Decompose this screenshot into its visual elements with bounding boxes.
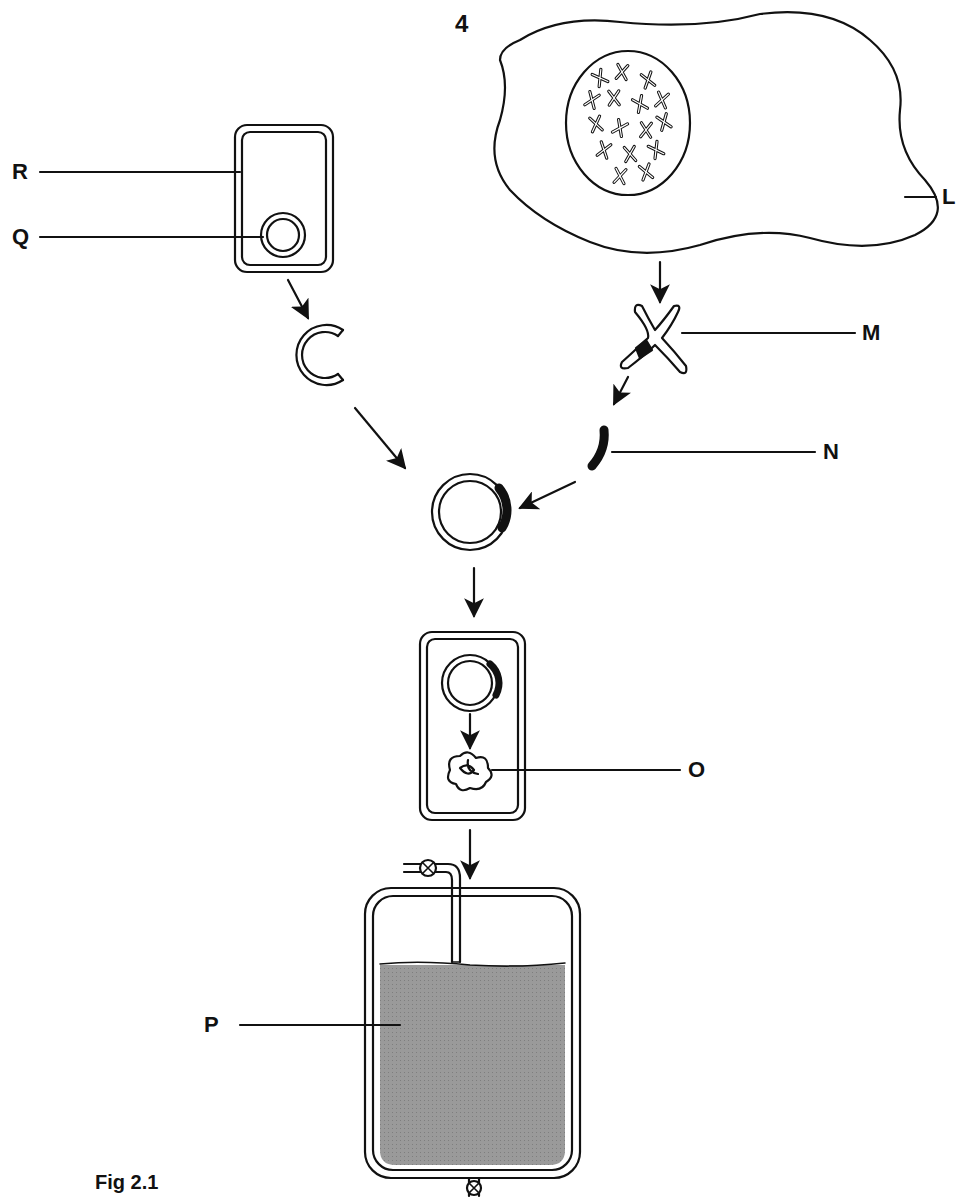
chromosome-mark [641, 72, 654, 88]
part-letter: Q [12, 226, 29, 248]
fermenter [365, 860, 580, 1196]
recombinant-plasmid [432, 474, 508, 550]
chromosome-mark [657, 114, 671, 131]
chromosomes [585, 64, 671, 183]
chromosome-mark [633, 96, 648, 113]
transformed-bacterium [420, 632, 525, 820]
part-letter: R [12, 161, 28, 183]
chromosome-mark [614, 168, 626, 183]
chromosome-mark [592, 69, 608, 86]
chromosome-mark [597, 142, 611, 158]
leader-line [492, 769, 680, 771]
chromosome-mark [616, 64, 628, 79]
chromosome-mark [656, 92, 669, 108]
chromosome-mark [656, 92, 669, 108]
leader-line [40, 171, 240, 173]
chromosome-mark [639, 164, 652, 180]
page-number: 4 [455, 12, 468, 36]
chromosome-mark [616, 64, 628, 79]
leader-line [905, 196, 936, 198]
chromosome-mark [609, 91, 619, 105]
chromosome-mark [590, 116, 602, 132]
animal-cell [494, 12, 937, 253]
leader-line [682, 332, 855, 334]
chromosome-mark [614, 168, 626, 183]
chromosome-mark [648, 141, 664, 158]
part-letter: P [204, 1014, 219, 1036]
chromosome-mark [609, 91, 619, 105]
chromosome-mark [633, 96, 648, 113]
chromosome-mark [648, 141, 664, 158]
dna-fragment [592, 430, 604, 466]
leader-line [40, 236, 263, 238]
chromosome-mark [592, 69, 608, 86]
chromosome-mark [585, 92, 599, 109]
chromosome-mark [641, 72, 654, 88]
chromosome [621, 305, 687, 373]
chromosome-mark [624, 147, 635, 162]
part-letter: N [823, 441, 839, 463]
chromosome-mark [624, 147, 635, 162]
part-letter: O [688, 759, 705, 781]
cut-plasmid [296, 325, 343, 385]
chromosome-mark [641, 123, 652, 138]
chromosome-mark [639, 164, 652, 180]
figure-caption: Fig 2.1 [95, 1172, 158, 1192]
chromosome-mark [641, 123, 652, 138]
leader-line [240, 1024, 400, 1026]
part-letter: L [942, 186, 955, 208]
chromosome-mark [590, 116, 602, 132]
bacterium [235, 125, 333, 272]
chromosome-mark [657, 114, 671, 131]
chromosome-mark [612, 120, 627, 137]
part-letter: M [862, 322, 880, 344]
chromosome-mark [585, 92, 599, 109]
chromosome-mark [597, 142, 611, 158]
chromosome-mark [612, 120, 627, 137]
leader-line [612, 451, 815, 453]
